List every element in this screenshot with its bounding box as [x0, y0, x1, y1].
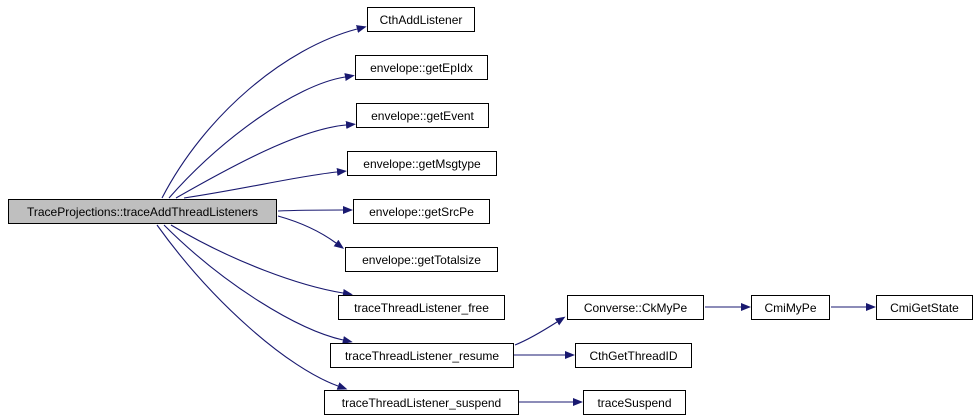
edge-main-to-free	[170, 224, 353, 297]
node-envelope-getmsgtype[interactable]: envelope::getMsgtype	[347, 151, 497, 176]
edge-main-to-getepidx	[168, 73, 355, 199]
edge-main-to-suspend	[156, 224, 348, 390]
node-envelope-getsrcpe[interactable]: envelope::getSrcPe	[353, 199, 490, 224]
edge-main-to-gettotalsize	[277, 215, 345, 249]
node-tracethreadlistener-free[interactable]: traceThreadListener_free	[338, 295, 505, 320]
node-traceprojections-traceaddthreadlisteners: TraceProjections::traceAddThreadListener…	[8, 199, 277, 224]
edge-resume-to-ckmype	[514, 316, 566, 346]
node-envelope-getepidx[interactable]: envelope::getEpIdx	[355, 55, 488, 80]
node-cthgetthreadid[interactable]: CthGetThreadID	[575, 343, 692, 368]
node-cmigetstate[interactable]: CmiGetState	[876, 295, 973, 320]
node-tracethreadlistener-suspend[interactable]: traceThreadListener_suspend	[324, 390, 519, 415]
node-converse-ckmype[interactable]: Converse::CkMyPe	[567, 295, 704, 320]
edge-main-to-getsrcpe	[277, 206, 353, 214]
edge-main-to-getevent	[175, 121, 356, 199]
node-cmimype[interactable]: CmiMyPe	[751, 295, 830, 320]
node-tracethreadlistener-resume[interactable]: traceThreadListener_resume	[330, 343, 514, 368]
edge-main-to-getmsgtype	[183, 168, 347, 199]
node-envelope-gettotalsize[interactable]: envelope::getTotalsize	[345, 247, 498, 272]
edge-main-to-resume	[163, 224, 353, 344]
node-tracesuspend[interactable]: traceSuspend	[583, 390, 686, 415]
node-envelope-getevent[interactable]: envelope::getEvent	[356, 103, 489, 128]
edge-main-to-cthaddlistener	[161, 25, 367, 199]
node-cthaddlistener[interactable]: CthAddListener	[367, 7, 475, 32]
